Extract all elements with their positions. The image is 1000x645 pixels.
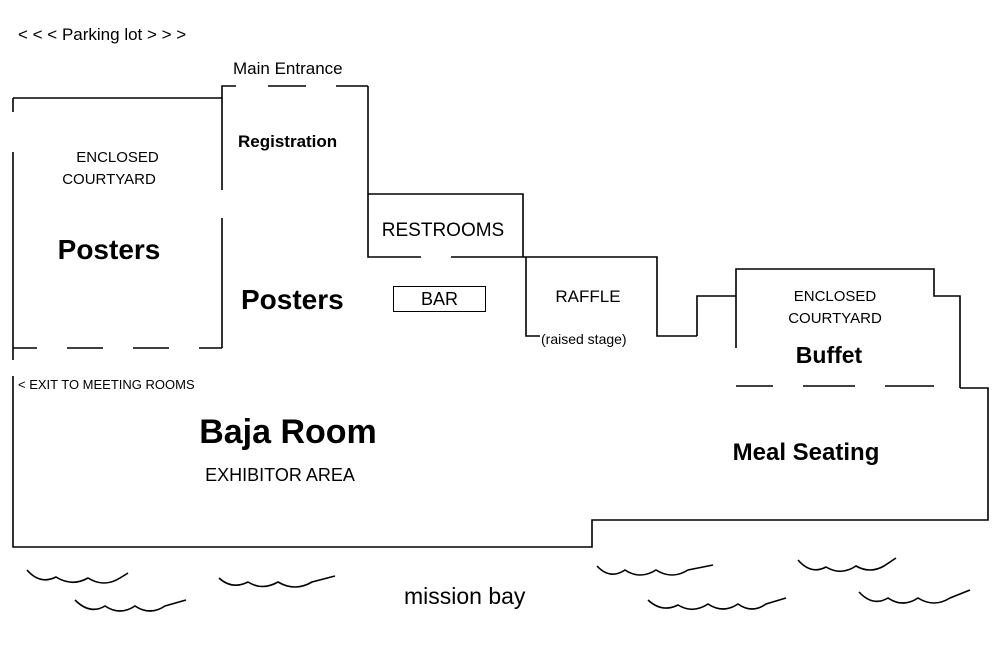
restrooms-label: RESTROOMS xyxy=(381,220,505,241)
meal-seating-label: Meal Seating xyxy=(732,439,880,466)
restrooms-walls xyxy=(367,193,524,258)
courtyard-right-line2: COURTYARD xyxy=(788,310,882,327)
baja-room-walls xyxy=(12,376,989,548)
courtyard-right-walls xyxy=(696,268,961,388)
exit-meeting-rooms-label: < EXIT TO MEETING ROOMS xyxy=(18,377,195,392)
parking-lot-label: < < < Parking lot > > > xyxy=(18,25,187,44)
main-entrance-label: Main Entrance xyxy=(233,59,343,78)
raffle-label: RAFFLE xyxy=(555,287,621,306)
raffle-stage-walls xyxy=(523,256,697,337)
posters-center-label: Posters xyxy=(241,284,344,315)
courtyard-left-line2: COURTYARD xyxy=(62,171,156,188)
registration-walls xyxy=(221,85,369,194)
baja-room-title: Baja Room xyxy=(199,413,377,451)
water-waves xyxy=(26,557,971,612)
courtyard-left-line1: ENCLOSED xyxy=(76,149,159,166)
buffet-label: Buffet xyxy=(795,342,863,368)
courtyard-left-walls xyxy=(12,97,223,360)
bar-counter xyxy=(393,286,486,312)
mission-bay-label: mission bay xyxy=(404,583,526,609)
exhibitor-area-label: EXHIBITOR AREA xyxy=(205,465,355,485)
courtyard-right-line1: ENCLOSED xyxy=(793,288,877,305)
bar-label: BAR xyxy=(420,289,458,309)
posters-left-label: Posters xyxy=(57,234,161,265)
raised-stage-note: (raised stage) xyxy=(541,331,627,347)
registration-label: Registration xyxy=(238,132,338,151)
